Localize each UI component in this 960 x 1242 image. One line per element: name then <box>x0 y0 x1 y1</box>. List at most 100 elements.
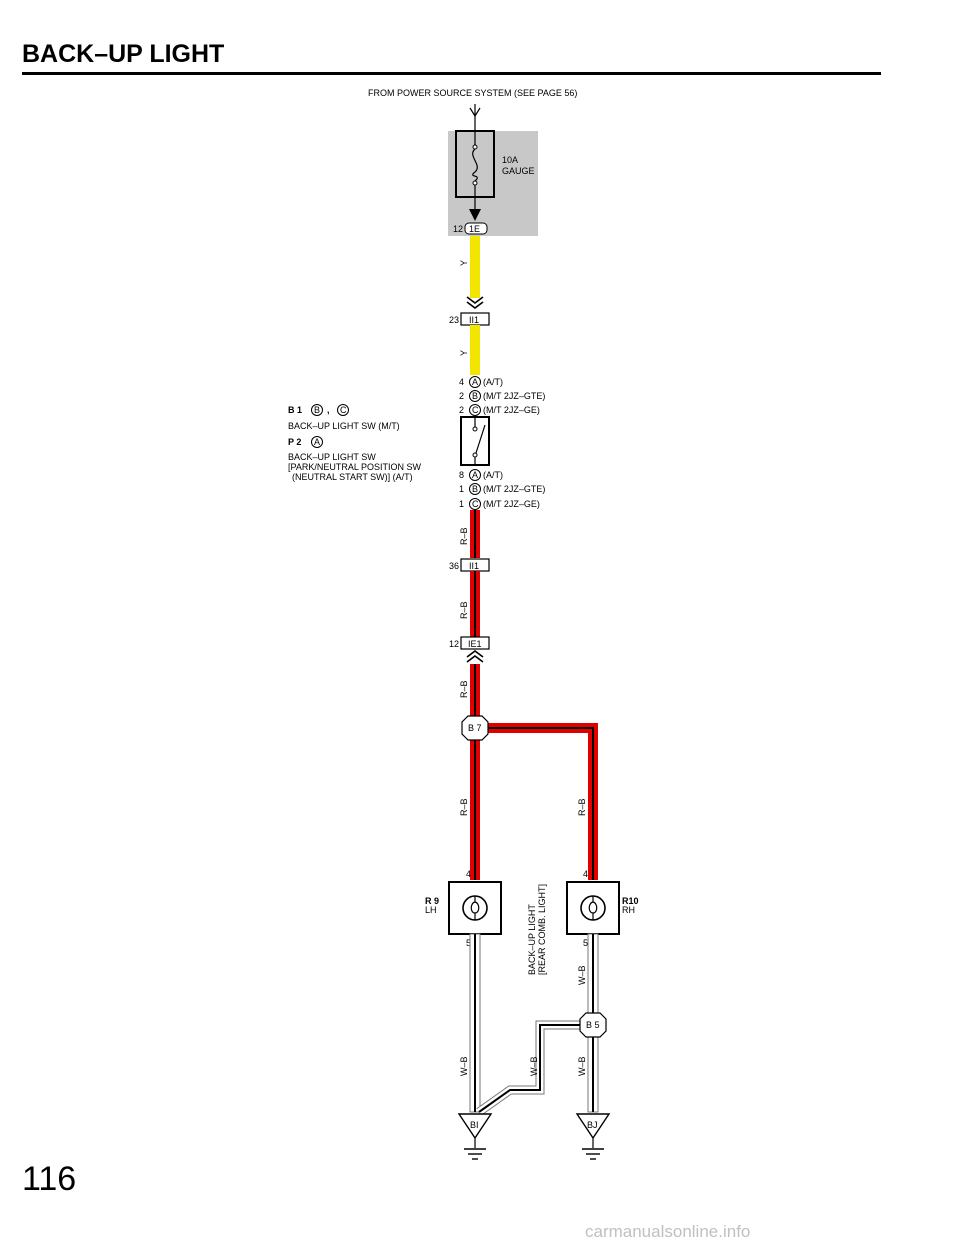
light-left-code: R 9 <box>425 896 439 906</box>
switch-bottom-pin-b: 1 <box>459 484 464 494</box>
switch-blade-icon <box>475 424 486 454</box>
switch-bottom-letter-b-circle <box>469 483 481 495</box>
switch-contact-bottom <box>472 452 478 458</box>
connector-1e-pin: 12 <box>453 224 463 234</box>
switch-top-letter-c: C <box>472 405 479 415</box>
light-right-pin-top: 4 <box>583 869 588 879</box>
junction-b7 <box>461 715 489 741</box>
switch-b1-letter-c-circle <box>337 404 349 416</box>
fuse-terminal-bottom <box>472 180 478 186</box>
switch-top-pin-a: 4 <box>459 377 464 387</box>
switch-bottom-note-b: (M/T 2JZ–GTE) <box>483 484 545 494</box>
junction-b5 <box>579 1012 607 1038</box>
wire-yellow-2 <box>470 325 480 375</box>
connector-ii1-bottom-pin: 36 <box>449 561 459 571</box>
switch-top-letter-a: A <box>472 377 478 387</box>
switch-contact-top <box>472 426 478 432</box>
light-description-2: [REAR COMB. LIGHT] <box>537 884 547 975</box>
light-left-filament-icon <box>470 896 480 920</box>
wire-white-right-lower <box>587 1035 599 1113</box>
light-right-side: RH <box>622 905 635 915</box>
switch-p2-description-2: [PARK/NEUTRAL POSITION SW <box>288 462 422 472</box>
switch-top-letter-a-circle <box>469 376 481 388</box>
wire-white-left <box>469 933 481 1113</box>
light-right-filament-icon <box>588 896 598 920</box>
switch-top-pin-c: 2 <box>459 405 464 415</box>
switch-b1-letter-c: C <box>340 405 347 415</box>
page-number: 116 <box>22 1160 77 1198</box>
switch-p2-code: P 2 <box>288 437 301 447</box>
switch-p2-letter-circle <box>311 436 323 448</box>
wire-label-wb4: W–B <box>577 1056 587 1076</box>
wire-label-wb3: W–B <box>529 1056 539 1076</box>
light-right-code: R10 <box>622 896 639 906</box>
wire-white-right-upper <box>587 933 599 1015</box>
switch-bottom-letter-a-circle <box>469 469 481 481</box>
switch-p2-description-1: BACK–UP LIGHT SW <box>288 452 376 462</box>
switch-p2-letter: A <box>314 437 320 447</box>
switch-top-letter-c-circle <box>469 404 481 416</box>
connector-ie1-pin: 12 <box>449 639 459 649</box>
watermark: carmanualsonline.info <box>585 1222 751 1241</box>
light-description-1: BACK–UP LIGHT <box>527 904 537 975</box>
switch-b1-code: B 1 <box>288 405 302 415</box>
wire-yellow-1 <box>470 236 480 298</box>
switch-bottom-pin-c: 1 <box>459 499 464 509</box>
light-right-pin-bottom: 5 <box>583 938 588 948</box>
fuse-name: GAUGE <box>502 166 535 176</box>
wire-label-rb2: R–B <box>459 601 469 619</box>
fuse-element-icon <box>472 148 478 182</box>
page-title: BACK–UP LIGHT <box>22 40 225 68</box>
wire-label-y1: Y <box>459 260 469 266</box>
switch-bottom-pin-a: 8 <box>459 470 464 480</box>
connector-ie1-chevrons <box>466 650 484 663</box>
wire-label-rb4: R–B <box>459 798 469 816</box>
connector-ie1-label: IE1 <box>468 639 482 649</box>
switch-bottom-note-a: (A/T) <box>483 470 503 480</box>
light-left-pin-bottom: 5 <box>466 938 471 948</box>
switch-bottom-letter-b: B <box>472 484 478 494</box>
switch-p2-description-3: (NEUTRAL START SW)] (A/T) <box>292 472 413 482</box>
connector-1e-arrow <box>469 209 481 221</box>
light-left-side: LH <box>425 905 437 915</box>
switch-bottom-note-c: (M/T 2JZ–GE) <box>483 499 540 509</box>
junction-b7-label: B 7 <box>468 723 482 733</box>
ground-bj-label: BJ <box>587 1120 598 1130</box>
switch-top-note-c: (M/T 2JZ–GE) <box>483 405 540 415</box>
switch-b1-separator: , <box>327 405 330 415</box>
ground-bi-label: BI <box>470 1120 479 1130</box>
switch-b1-letter-b-circle <box>311 404 323 416</box>
connector-1e-box <box>464 222 488 235</box>
branch-right-tracer <box>475 727 594 880</box>
switch-bottom-letter-c: C <box>472 499 479 509</box>
fuse-terminal-top <box>472 144 478 150</box>
ground-bj-icon <box>575 1113 611 1140</box>
connector-ii1-top-pin: 23 <box>449 315 459 325</box>
branch-right-red-outer <box>475 723 598 880</box>
switch-top-pins: 4 A (A/T) 2 B (M/T 2JZ–GTE) 2 C (M/T 2JZ… <box>459 376 545 416</box>
switch-b1-letter-b: B <box>314 405 320 415</box>
wire-label-wb1: W–B <box>459 1056 469 1076</box>
switch-bottom-pins: 8 A (A/T) 1 B (M/T 2JZ–GTE) 1 C (M/T 2JZ… <box>459 469 545 510</box>
wire-white-crossover <box>476 1020 581 1116</box>
switch-top-letter-b-circle <box>469 390 481 402</box>
switch-bottom-letter-c-circle <box>469 498 481 510</box>
switch-top-note-b: (M/T 2JZ–GTE) <box>483 391 545 401</box>
connector-1e-label: 1E <box>469 224 480 234</box>
wire-label-rb3: R–B <box>459 680 469 698</box>
wire-label-wb2: W–B <box>577 965 587 985</box>
ground-bi-symbol <box>464 1138 486 1160</box>
light-left-pin-top: 4 <box>466 869 471 879</box>
wire-label-rb5: R–B <box>577 798 587 816</box>
connector-ii1-top-label: II1 <box>469 315 479 325</box>
switch-b1-description: BACK–UP LIGHT SW (M/T) <box>288 421 400 431</box>
switch-top-letter-b: B <box>472 391 478 401</box>
ground-bi-icon <box>457 1113 493 1140</box>
switch-top-note-a: (A/T) <box>483 377 503 387</box>
ground-bj-symbol <box>582 1138 604 1160</box>
connector-ii1-bottom-label: II1 <box>469 561 479 571</box>
wire-label-y2: Y <box>459 350 469 356</box>
switch-top-pin-b: 2 <box>459 391 464 401</box>
junction-b5-label: B 5 <box>586 1020 600 1030</box>
